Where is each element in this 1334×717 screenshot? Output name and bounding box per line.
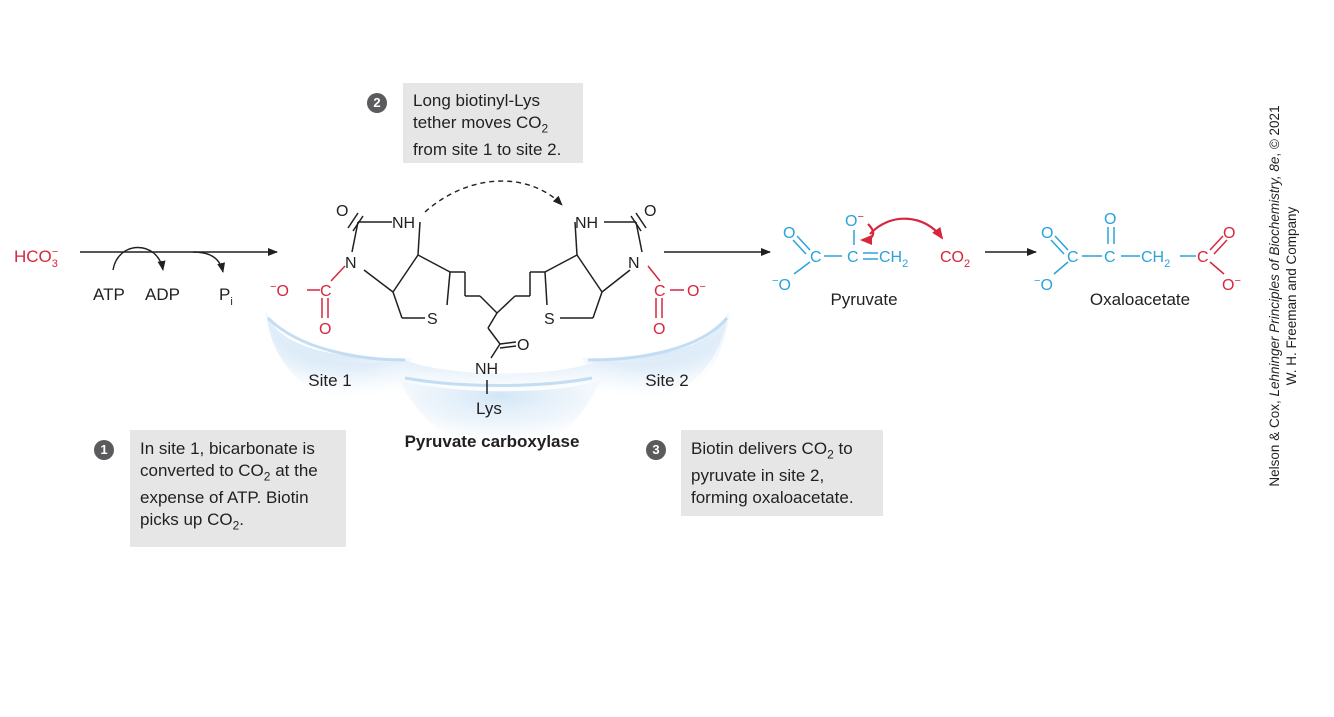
step-3-line-2: pyruvate in site 2, <box>691 466 825 486</box>
step-1-badge: 1 <box>94 440 114 460</box>
step-3-line-3: forming oxaloacetate. <box>691 488 854 508</box>
pyruvate-label: Pyruvate <box>830 290 897 309</box>
svg-text:S: S <box>427 311 438 328</box>
credit-line-2: W. H. Freeman and Company <box>1284 206 1299 386</box>
atp-adp-curve <box>112 246 166 271</box>
svg-text:N: N <box>628 255 640 272</box>
co2-label: CO2 <box>940 249 970 270</box>
copyright-credit: Nelson & Cox, Lehninger Principles of Bi… <box>1266 105 1300 486</box>
electron-push-arrow-2 <box>869 217 944 240</box>
step-2-line-3: from site 1 to site 2. <box>413 140 562 160</box>
step-3-badge: 3 <box>646 440 666 460</box>
site-2-pocket <box>582 312 728 403</box>
step-2-box: Long biotinyl-Lys tether moves CO2 from … <box>403 83 583 163</box>
svg-text:HCO3−: HCO3− <box>14 246 58 270</box>
oxaloacetate-structure <box>1050 227 1228 275</box>
adp-label: ADP <box>145 285 180 304</box>
site-1-label: Site 1 <box>308 371 351 390</box>
site-2-label: Site 2 <box>645 371 688 390</box>
svg-text:NH: NH <box>575 215 598 232</box>
svg-text:CH2: CH2 <box>879 249 908 270</box>
svg-text:O−: O− <box>1222 275 1241 294</box>
svg-text:NH: NH <box>475 361 498 378</box>
svg-text:C: C <box>320 283 332 300</box>
svg-text:O−: O− <box>687 281 706 300</box>
step-1-line-1: In site 1, bicarbonate is <box>140 439 315 458</box>
enzyme-name: Pyruvate carboxylase <box>405 432 580 451</box>
svg-text:−O: −O <box>270 281 289 300</box>
step-2-badge: 2 <box>367 93 387 113</box>
oxaloacetate-label: Oxaloacetate <box>1090 290 1190 309</box>
step-2-line-1: Long biotinyl-Lys <box>413 91 540 110</box>
bicarbonate: HCO3− <box>14 246 58 270</box>
svg-text:O: O <box>1104 211 1116 228</box>
step-1-box: In site 1, bicarbonate is converted to C… <box>130 430 346 547</box>
credit-line-1: Nelson & Cox, Lehninger Principles of Bi… <box>1267 105 1282 487</box>
carboxybiotin-site-1 <box>347 212 480 319</box>
step-3-box: Biotin delivers CO2 to pyruvate in site … <box>681 430 883 516</box>
svg-text:C: C <box>847 249 859 266</box>
pi-label: Pi <box>219 285 233 308</box>
svg-text:O: O <box>319 321 331 338</box>
step-1-line-3: expense of ATP. Biotin <box>140 488 309 508</box>
svg-text:NH: NH <box>392 215 415 232</box>
svg-text:N: N <box>345 255 357 272</box>
carboxylate-site-2 <box>647 265 684 318</box>
svg-text:O: O <box>517 337 529 354</box>
svg-text:C: C <box>810 249 822 266</box>
atp-label: ATP <box>93 285 125 304</box>
svg-text:−O: −O <box>1034 275 1053 294</box>
svg-text:O: O <box>1223 225 1235 242</box>
step-3-line-1: Biotin delivers CO2 to <box>691 439 853 462</box>
svg-text:C: C <box>1197 249 1209 266</box>
carboxybiotin-site-2 <box>515 212 647 319</box>
svg-text:O: O <box>336 203 348 220</box>
tether-movement-arrow <box>424 180 563 213</box>
biotinyl-lys-tether <box>479 295 517 394</box>
svg-text:O: O <box>644 203 656 220</box>
pyruvate-structure <box>792 230 878 275</box>
svg-text:S: S <box>544 311 555 328</box>
svg-text:−O: −O <box>772 275 791 294</box>
svg-text:C: C <box>1104 249 1116 266</box>
site-1-pocket <box>266 312 412 403</box>
step-1-line-2: converted to CO2 at the <box>140 461 318 484</box>
enzyme-surface <box>265 310 730 452</box>
electron-push-arrow-1 <box>860 223 875 245</box>
carboxylate-site-1 <box>307 265 346 318</box>
svg-text:O−: O− <box>845 211 864 230</box>
step-1-line-4: picks up CO2. <box>140 510 245 533</box>
svg-text:O: O <box>1041 225 1053 242</box>
svg-text:C: C <box>1067 249 1079 266</box>
svg-text:Lys: Lys <box>476 399 502 418</box>
svg-text:O: O <box>653 321 665 338</box>
svg-text:O: O <box>783 225 795 242</box>
pi-curve <box>192 251 226 273</box>
svg-text:CH2: CH2 <box>1141 249 1170 270</box>
svg-text:C: C <box>654 283 666 300</box>
step-2-line-2: tether moves CO2 <box>413 113 549 136</box>
